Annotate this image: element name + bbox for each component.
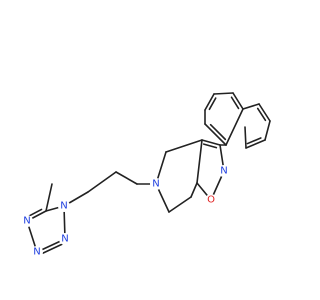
bond-c5-n2-inner [27, 208, 43, 218]
bond-k3-k2 [232, 92, 244, 110]
atom-o_isox: O [205, 194, 217, 206]
atom-n_tz1: N [58, 200, 70, 212]
bond-k7-k6 [204, 123, 227, 146]
atom-n_tz3: N [31, 246, 43, 258]
atom-background [205, 194, 217, 206]
bond-k5-k4 [204, 93, 215, 111]
atom-label-n_tz3: N [33, 247, 40, 258]
atom-label-n_tz2: N [23, 216, 30, 227]
bond-k11-k10-inner [256, 107, 267, 122]
atom-label-n_tz4: N [61, 234, 68, 245]
bond-p1-p2 [87, 171, 117, 193]
bond-c7-c6 [168, 196, 192, 213]
atom-label-o_isox: O [207, 195, 215, 206]
bond-k5-k4-inner [208, 97, 217, 111]
bond-k2-k11 [242, 103, 260, 110]
atom-n_tz4: N [59, 233, 71, 245]
atom-n_isox: N [218, 165, 230, 177]
atom-background [58, 200, 70, 212]
bond-c4-c3a [165, 139, 203, 153]
bond-k9-k8 [245, 139, 266, 149]
bond-c3a-c3 [201, 139, 221, 146]
bond-n3-n4-inner [41, 243, 64, 255]
atom-label-n_isox: N [220, 166, 227, 177]
bond-c7a-c7 [190, 182, 198, 198]
bond-k3-k2-inner [230, 96, 240, 110]
atom-background [31, 246, 43, 258]
bond-p2-p3 [115, 171, 138, 185]
bond-k4-k3 [213, 92, 234, 95]
bond-c3a-c3-inner [202, 143, 218, 149]
bond-k10-k9 [264, 120, 271, 141]
bond-me-c5 [45, 183, 53, 212]
bond-k11-k10 [258, 103, 271, 122]
bond-layer [26, 92, 271, 255]
molecule-structure-diagram: N N N N N N O [21, 92, 271, 258]
bond-k2-k7 [225, 108, 244, 146]
atom-background [218, 165, 230, 177]
atom-background [59, 233, 71, 245]
atom-label-n_ring: N [152, 179, 159, 190]
atom-label-n_tz1: N [60, 201, 67, 212]
atom-background [21, 215, 33, 227]
atom-n_ring: N [150, 178, 162, 190]
bond-c7a-c3a [196, 139, 203, 184]
atom-n_tz2: N [21, 215, 33, 227]
atom-label-layer: N N N N N N O [21, 165, 230, 258]
atom-background [150, 178, 162, 190]
bond-k9-k8-inner [246, 137, 262, 145]
bond-k7-k6-inner [209, 123, 227, 141]
bond-k8-k1 [244, 126, 247, 149]
